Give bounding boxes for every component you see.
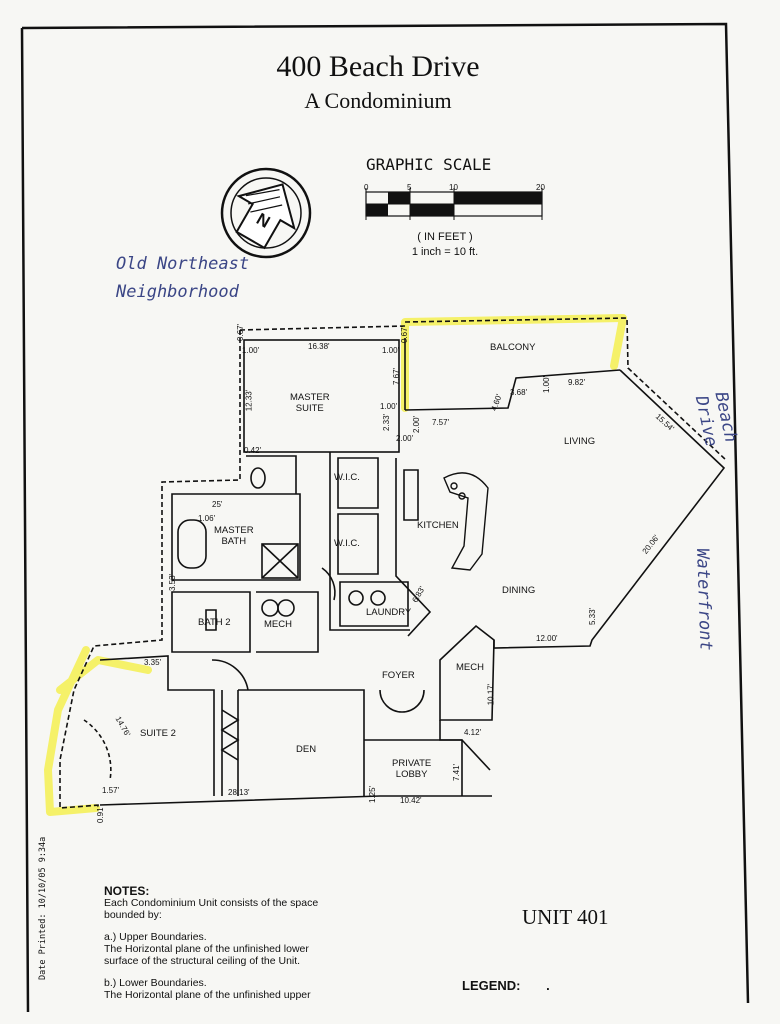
plan-subtitle: A Condominium — [304, 88, 452, 113]
dim-3-68: 3.68' — [510, 388, 528, 397]
room-den: DEN — [296, 744, 317, 755]
notes-line2: bounded by: — [104, 909, 162, 921]
notes-a-line2: surface of the structural ceiling of the… — [104, 955, 301, 967]
dim-2-33: 2.33' — [382, 413, 392, 432]
room-master-bath-line2: BATH — [221, 536, 247, 547]
room-private-lobby-line2: LOBBY — [395, 769, 428, 780]
dim-4-12: 4.12' — [464, 728, 482, 737]
notes-a-line1: The Horizontal plane of the unfinished l… — [104, 943, 309, 955]
scale-tick-20: 20 — [536, 183, 545, 192]
dim-0-91: 0.91' — [96, 805, 106, 824]
plan-title: 400 Beach Drive — [276, 50, 480, 83]
dim-2-00a: 2.00' — [396, 434, 414, 443]
legend-mark: . — [546, 978, 550, 993]
dim-7-57: 7.57' — [432, 418, 450, 427]
suite2-highlight — [44, 646, 152, 816]
dim-0-67a: 0.67' — [236, 323, 246, 342]
graphic-scale-title: GRAPHIC SCALE — [366, 155, 492, 174]
dim-3-53: 3.53' — [168, 573, 178, 592]
kitchen-island — [443, 472, 489, 571]
room-mech-1: MECH — [264, 619, 292, 630]
notes-b-head: b.) Lower Boundaries. — [104, 977, 207, 989]
unit-label: UNIT 401 — [522, 905, 609, 929]
room-bath2: BATH 2 — [198, 617, 231, 628]
handwritten-old-northeast: Old Northeast — [116, 254, 250, 274]
dim-2-00b: 2.00' — [412, 415, 422, 434]
dim-1-25: 1.25' — [368, 785, 378, 804]
dim-7-67: 7.67' — [392, 367, 402, 386]
dim-28-13: 28.13' — [228, 788, 250, 797]
dim-25: 25' — [212, 500, 223, 509]
dim-0-67b: 0.67' — [400, 325, 410, 344]
dim-1-06: 1.06' — [198, 514, 216, 523]
north-arrow-icon — [220, 167, 312, 259]
dim-1-00c: 1.00' — [380, 402, 398, 411]
notes-block: NOTES: Each Condominium Unit consists of… — [104, 885, 374, 1001]
dim-12-00: 12.00' — [536, 634, 558, 643]
dim-1-57: 1.57' — [102, 786, 120, 795]
room-mech-2: MECH — [456, 662, 484, 673]
sheet-border — [20, 22, 750, 1013]
dim-12-33: 12.33' — [244, 389, 254, 412]
room-master-suite-line1: MASTER — [290, 392, 330, 403]
dim-7-41: 7.41' — [452, 763, 462, 782]
room-living: LIVING — [564, 436, 596, 447]
room-master-bath: MASTER BATH — [214, 525, 254, 547]
legend-label: LEGEND: . — [462, 978, 550, 993]
dim-1-00a: 1.00' — [242, 346, 260, 355]
notes-heading: NOTES: — [104, 884, 150, 898]
scale-tick-10: 10 — [449, 183, 458, 192]
room-wic-2: W.I.C. — [334, 538, 360, 549]
room-master-suite: MASTER SUITE — [290, 392, 330, 414]
room-private-lobby: PRIVATE LOBBY — [392, 758, 431, 780]
handwritten-neighborhood: Neighborhood — [116, 282, 239, 302]
scale-unit-note: ( IN FEET ) — [417, 231, 473, 243]
notes-a-head: a.) Upper Boundaries. — [104, 931, 207, 943]
legend-label-text: LEGEND: — [462, 978, 521, 993]
dim-1-00b: 1.00' — [382, 346, 400, 355]
walls — [59, 317, 727, 809]
scale-tick-0: 0 — [364, 183, 369, 192]
graphic-scale-bar — [365, 188, 543, 220]
room-master-bath-line1: MASTER — [214, 525, 254, 536]
date-printed: Date Printed: 10/10/05 9:34a — [38, 836, 48, 980]
room-suite2: SUITE 2 — [140, 728, 176, 739]
handwritten-waterfront: Waterfront — [692, 548, 716, 651]
room-wic-1: W.I.C. — [334, 472, 360, 483]
scale-ratio-note: 1 inch = 10 ft. — [411, 246, 479, 258]
scale-note: ( IN FEET ) 1 inch = 10 ft. — [380, 230, 510, 260]
dim-3-35: 3.35' — [144, 658, 162, 667]
dim-5-33: 5.33' — [588, 607, 598, 626]
notes-b-line1: The Horizontal plane of the unfinished u… — [104, 989, 311, 1001]
room-laundry: LAUNDRY — [366, 607, 412, 618]
room-kitchen: KITCHEN — [417, 520, 459, 531]
room-foyer: FOYER — [382, 670, 415, 681]
highlighted-boundaries — [44, 314, 627, 816]
notes-line1: Each Condominium Unit consists of the sp… — [104, 897, 319, 909]
room-private-lobby-line1: PRIVATE — [392, 758, 432, 769]
scale-tick-5: 5 — [407, 183, 412, 192]
dim-9-82: 9.82' — [568, 378, 586, 387]
dim-10-17: 10.17' — [486, 683, 496, 706]
room-master-suite-line2: SUITE — [295, 403, 324, 414]
dim-10-42: 10.42' — [400, 796, 422, 805]
dim-1-00d: 1.00' — [542, 375, 552, 394]
room-balcony: BALCONY — [490, 342, 536, 353]
room-dining: DINING — [502, 585, 536, 596]
dim-0-42: 0.42' — [244, 446, 262, 455]
dim-16-38: 16.38' — [308, 342, 330, 351]
